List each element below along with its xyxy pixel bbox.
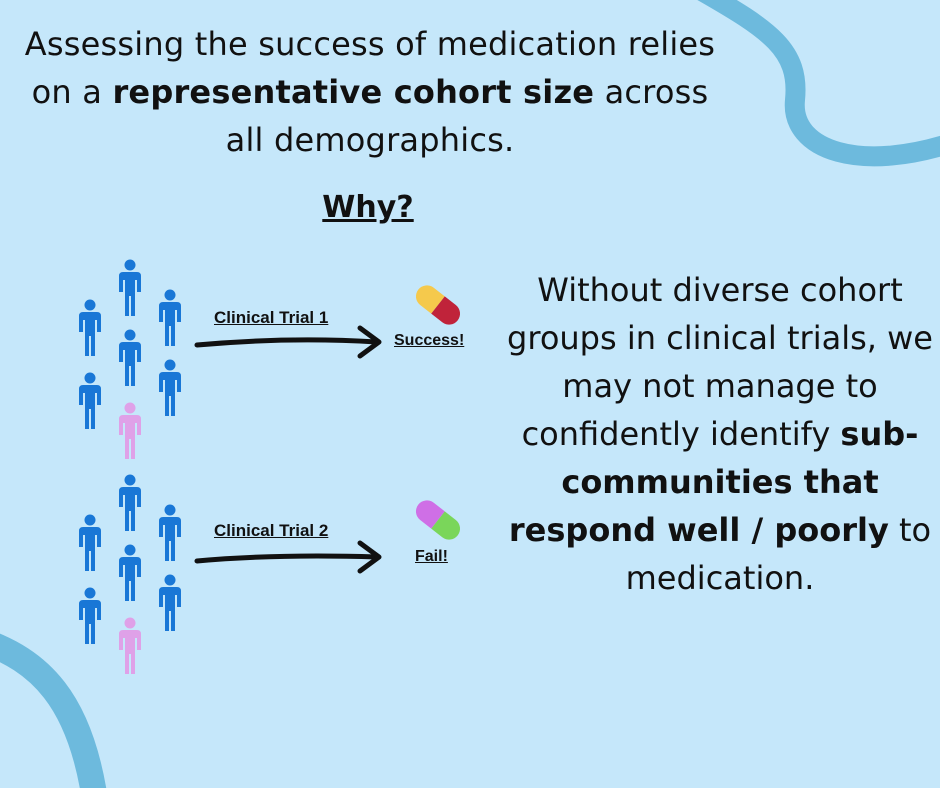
- person-icon: [159, 359, 181, 416]
- person-icon: [159, 504, 181, 561]
- person-icon: [119, 329, 141, 386]
- headline-text: Assessing the success of medication reli…: [24, 25, 716, 111]
- person-icon: [79, 587, 101, 644]
- trial-2-label: Clinical Trial 2: [214, 521, 329, 540]
- arrow-right-icon: [194, 325, 382, 359]
- pill-icon: [415, 285, 461, 325]
- person-icon: [79, 299, 101, 356]
- person-icon: [119, 402, 141, 459]
- person-icon: [159, 574, 181, 631]
- person-icon: [119, 259, 141, 316]
- explanation-text-end: to medication.: [625, 511, 932, 597]
- trial-2-result: Fail!: [415, 548, 448, 565]
- headline-text-end: across all demographics.: [225, 73, 709, 159]
- explanation-text-start: Without diverse cohort groups in clinica…: [507, 271, 933, 453]
- person-icon: [79, 514, 101, 571]
- why-heading: Why?: [322, 190, 414, 225]
- arrow-right-icon: [194, 540, 382, 574]
- pill-icon: [415, 500, 461, 540]
- person-icon: [159, 289, 181, 346]
- person-icon: [79, 372, 101, 429]
- decor-curve-top-right: [697, 0, 940, 167]
- person-icon: [119, 544, 141, 601]
- cohort-group-trial-2: [79, 474, 181, 674]
- person-icon: [119, 474, 141, 531]
- trial-1-label: Clinical Trial 1: [214, 308, 329, 327]
- decor-curve-bottom-left: [0, 633, 107, 788]
- person-icon: [119, 617, 141, 674]
- explanation-text: Without diverse cohort groups in clinica…: [505, 266, 935, 602]
- headline-emphasis: representative cohort size: [112, 73, 595, 111]
- trial-1-result: Success!: [394, 332, 465, 349]
- cohort-group-trial-1: [79, 259, 181, 459]
- headline: Assessing the success of medication reli…: [20, 20, 720, 164]
- explanation-emphasis: sub-communities that respond well / poor…: [508, 415, 919, 549]
